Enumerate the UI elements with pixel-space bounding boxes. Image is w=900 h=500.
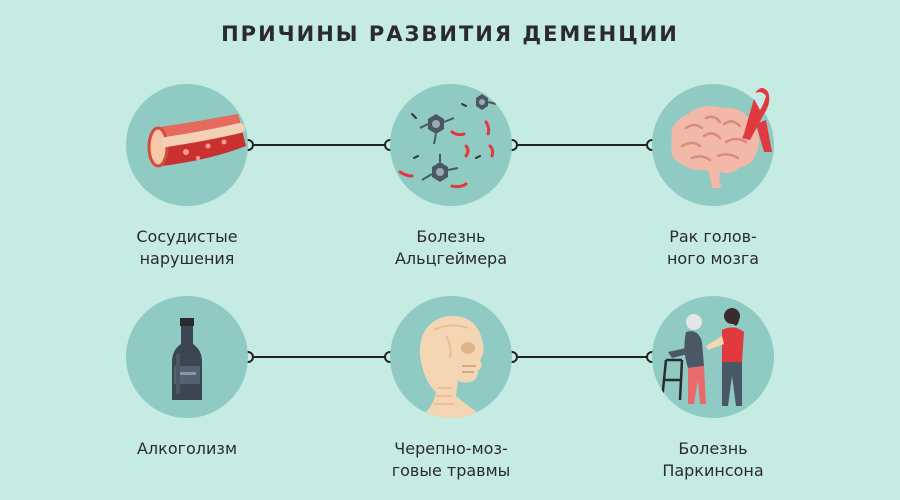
blood-vessel-icon xyxy=(147,114,246,168)
label-alcoholism: Алкоголизм xyxy=(136,439,238,458)
label-brain-cancer: Рак голов-ного мозга xyxy=(666,227,760,268)
neurons-icon xyxy=(398,94,497,189)
bottle-icon xyxy=(172,318,202,400)
label-head-trauma: Черепно-моз-говые травмы xyxy=(391,439,511,480)
cause-circle-alcoholism xyxy=(126,296,248,418)
cause-circle-brain-cancer xyxy=(652,84,774,206)
brain-ribbon-icon xyxy=(671,88,772,188)
cause-circle-head-trauma xyxy=(390,296,512,418)
skull-icon xyxy=(419,315,486,418)
page-title: ПРИЧИНЫ РАЗВИТИЯ ДЕМЕНЦИИ xyxy=(221,22,679,46)
cause-circle-alzheimer xyxy=(390,84,512,206)
cause-circle-vascular xyxy=(126,84,248,206)
elderly-walker-icon xyxy=(660,308,744,406)
cause-circle-parkinson xyxy=(652,296,774,418)
